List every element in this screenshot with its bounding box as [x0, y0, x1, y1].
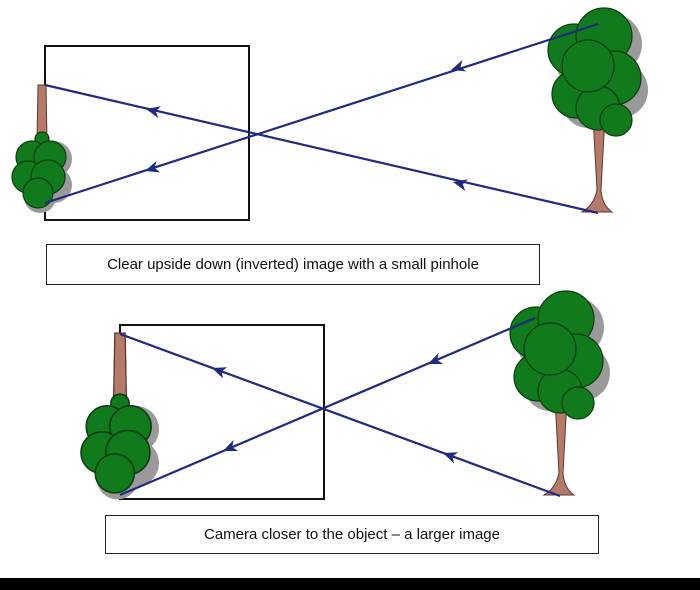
image-tree-inverted: [80, 332, 160, 501]
caption-closer-camera: Camera closer to the object – a larger i…: [105, 515, 599, 554]
ray-arrows: [209, 352, 459, 464]
caption-small-pinhole: Clear upside down (inverted) image with …: [46, 244, 540, 285]
light-rays: [44, 22, 599, 215]
light-rays: [119, 316, 561, 498]
scene-small-pinhole: [11, 7, 649, 221]
scene-closer-camera: [80, 290, 611, 501]
bottom-divider: [0, 578, 700, 590]
object-tree: [547, 7, 649, 213]
image-tree-inverted: [11, 84, 73, 214]
